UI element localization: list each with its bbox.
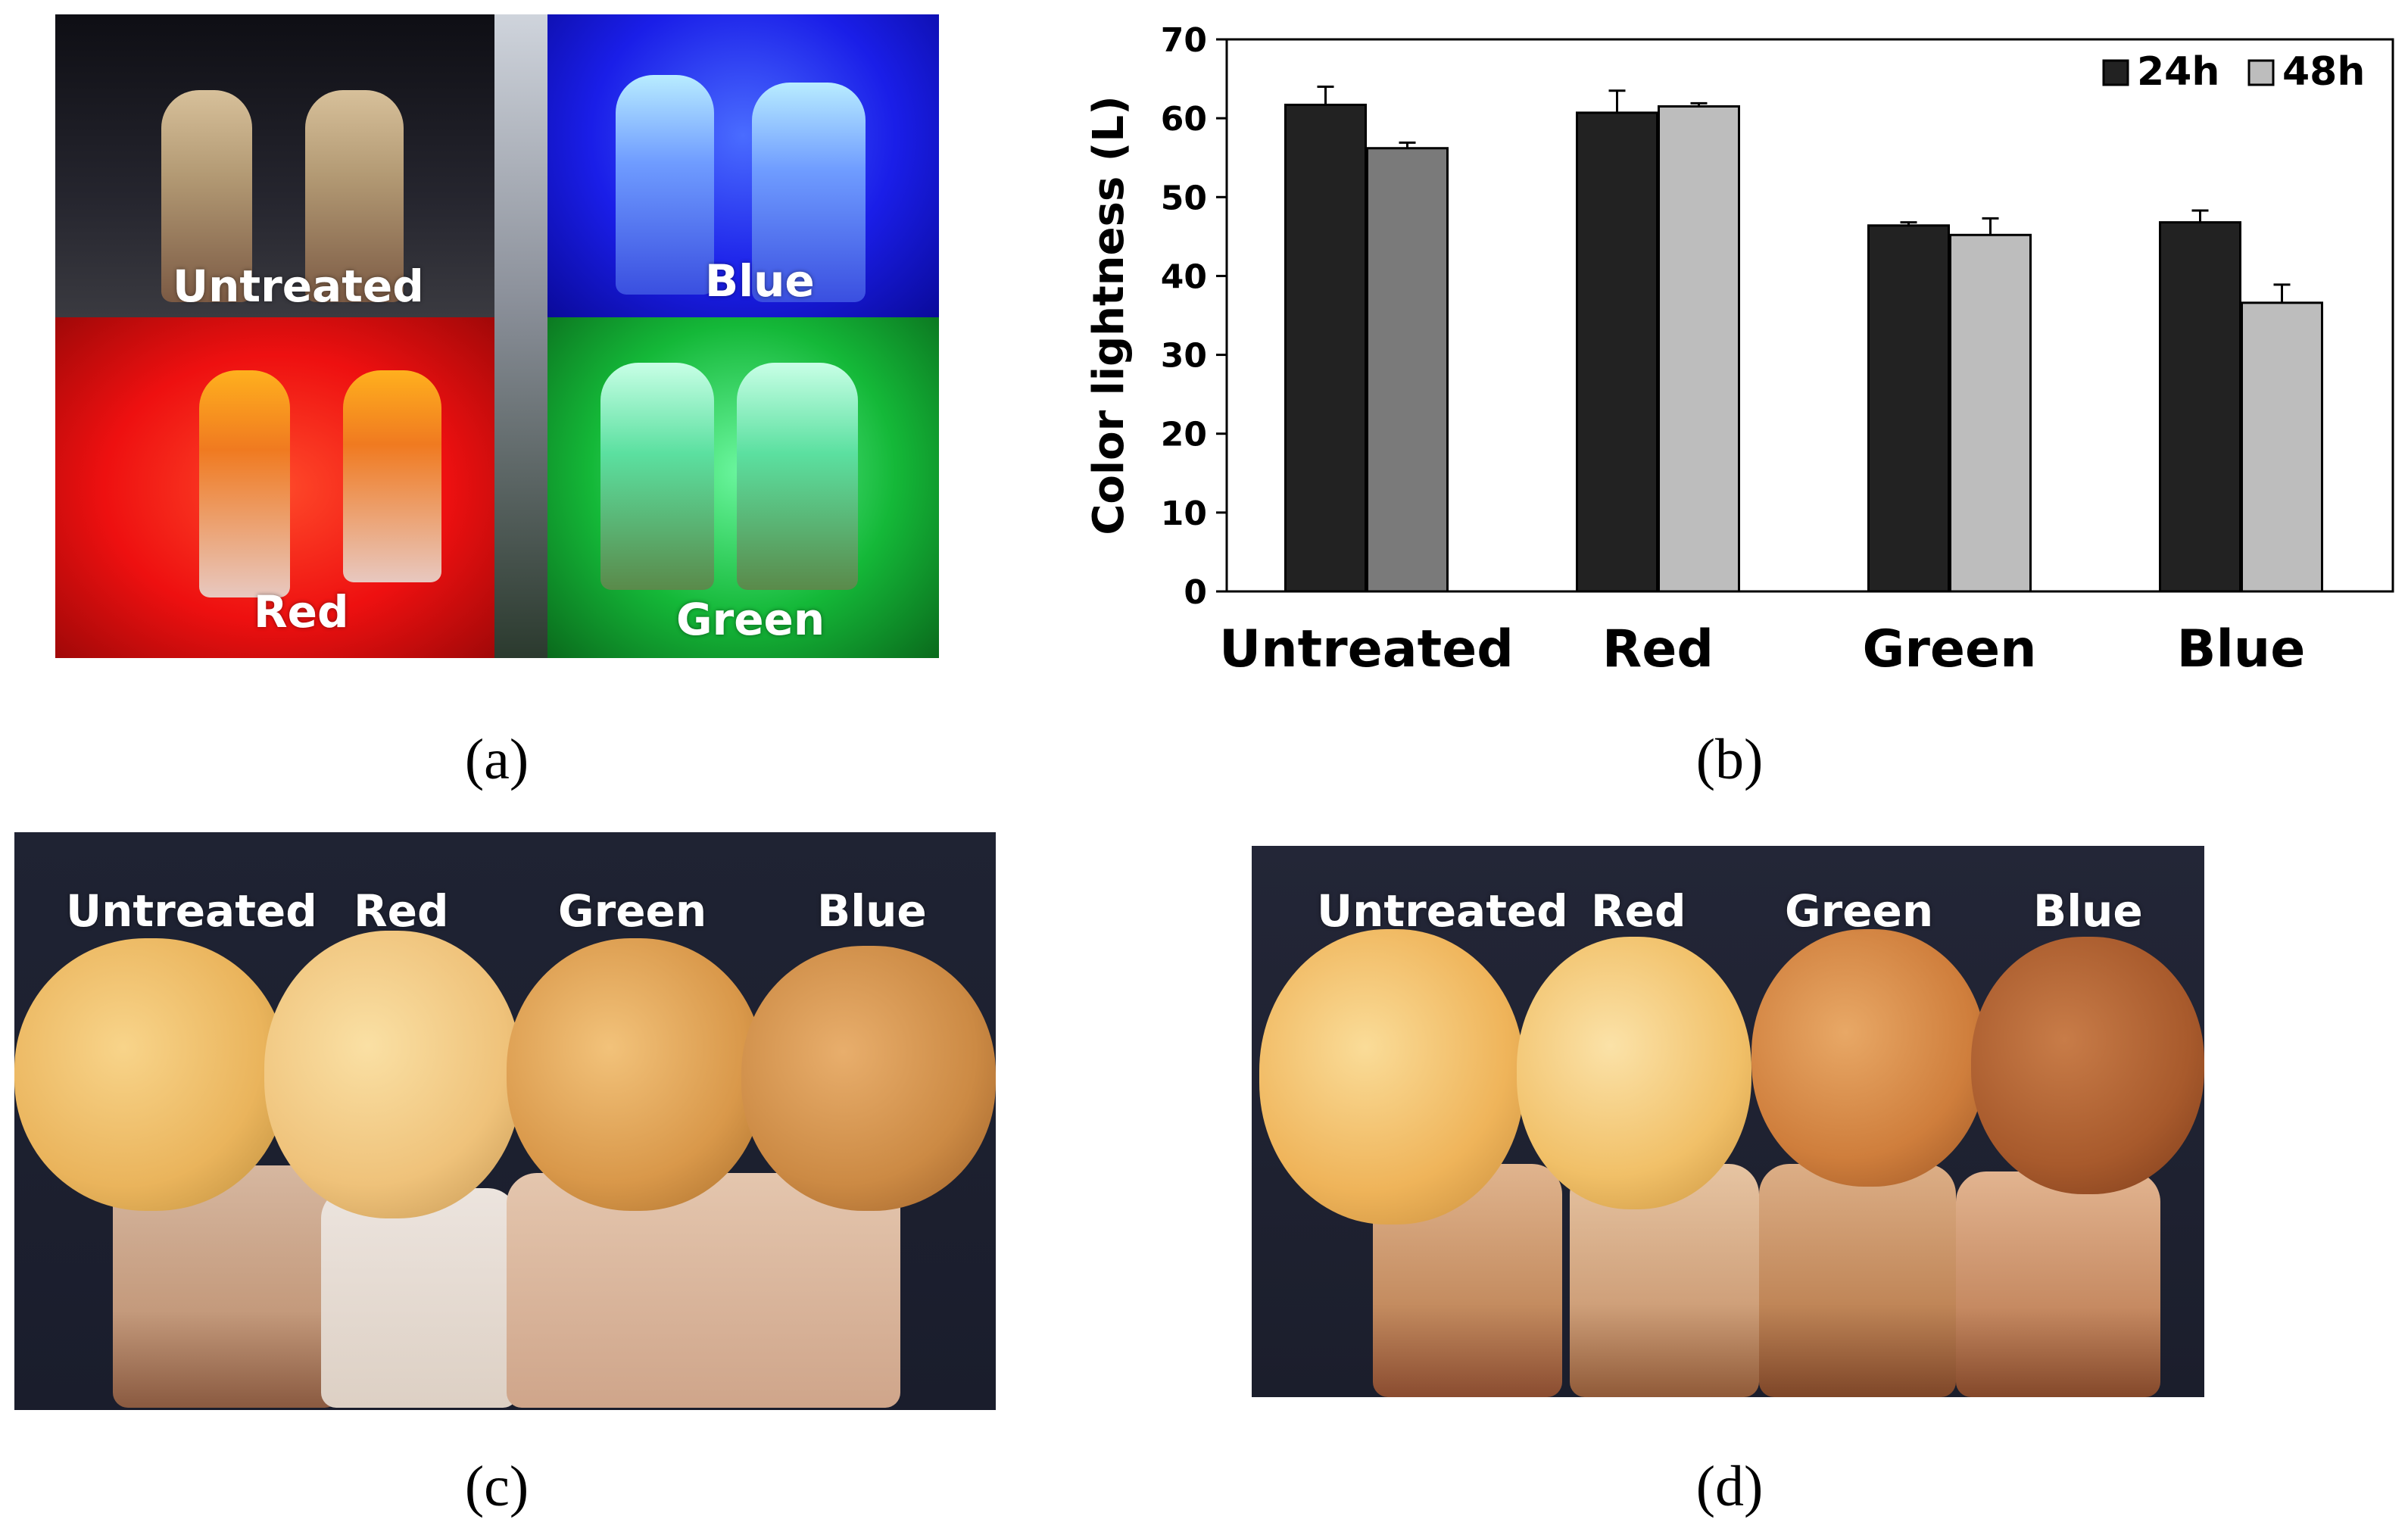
y-tick-label: 70 (1161, 21, 1207, 60)
bar-24h-untreated (1284, 103, 1367, 593)
legend-swatch-24h (2102, 59, 2129, 86)
mushroom-cluster (737, 363, 858, 590)
mushroom-cluster (1517, 937, 1751, 1209)
bar-24h-red (1576, 111, 1658, 593)
x-tick-label: Blue (2177, 619, 2306, 679)
label-blue: Blue (817, 885, 927, 937)
mushroom-cluster (1971, 937, 2204, 1194)
label-red: Red (1591, 885, 1686, 937)
chamber-untreated (55, 14, 494, 317)
jar (1956, 1171, 2160, 1397)
y-tick-label: 0 (1184, 573, 1207, 612)
y-tick-label: 20 (1161, 416, 1207, 454)
bar-24h-green (1867, 224, 1950, 593)
label-green: Green (1785, 885, 1934, 937)
caption-d: (d) (1695, 1455, 1764, 1518)
mushroom-cluster (161, 90, 252, 302)
jar (681, 1173, 900, 1408)
y-tick-label: 10 (1161, 494, 1207, 533)
x-tick-label: Untreated (1219, 619, 1514, 679)
caption-a: (a) (464, 728, 529, 791)
bar-24h-blue (2159, 221, 2241, 593)
label-untreated: Untreated (1317, 885, 1568, 937)
bar-48h-green (1949, 233, 2032, 593)
x-tick-label: Green (1863, 619, 2037, 679)
bar-48h-blue (2241, 301, 2323, 593)
mushroom-cluster (741, 946, 996, 1211)
plot-frame (1225, 38, 2394, 593)
label-untreated: Untreated (66, 885, 317, 937)
mushroom-cluster (507, 938, 764, 1211)
mushroom-cluster (616, 75, 714, 295)
chamber-blue (547, 14, 939, 317)
label-untreated: Untreated (173, 260, 424, 312)
legend-label-24h: 24h (2137, 49, 2219, 95)
x-tick-label: Red (1602, 619, 1714, 679)
mushroom-cluster (752, 83, 866, 302)
y-tick-label: 50 (1161, 179, 1207, 217)
caption-c: (c) (464, 1455, 529, 1518)
jar (1759, 1164, 1956, 1397)
mushroom-cluster (1751, 929, 1986, 1187)
caption-b: (b) (1695, 728, 1764, 791)
panel-c-photo: Untreated Red Green Blue (14, 832, 996, 1410)
panel-a-photo: Untreated Blue Red Green (55, 14, 939, 658)
panel-d-photo: Untreated Red Green Blue (1252, 846, 2204, 1397)
mushroom-cluster (264, 931, 522, 1218)
bar-48h-red (1658, 105, 1740, 593)
mushroom-cluster (199, 370, 290, 597)
label-green: Green (558, 885, 707, 937)
y-tick-label: 60 (1161, 100, 1207, 139)
label-green: Green (676, 594, 825, 645)
mushroom-cluster (1259, 929, 1524, 1224)
legend-swatch-48h (2247, 59, 2275, 86)
legend-label-48h: 48h (2282, 49, 2365, 95)
chamber-divider (494, 14, 547, 658)
label-red: Red (254, 586, 349, 638)
mushroom-cluster (600, 363, 714, 590)
y-axis-label: Color lightness (L) (1084, 95, 1134, 535)
y-tick-label: 40 (1161, 257, 1207, 296)
bar-48h-untreated (1366, 147, 1449, 593)
label-red: Red (354, 885, 449, 937)
mushroom-cluster (343, 370, 441, 582)
jar (321, 1188, 518, 1408)
mushroom-cluster (14, 938, 287, 1211)
label-blue: Blue (705, 255, 815, 307)
mushroom-cluster (305, 90, 404, 302)
y-tick-label: 30 (1161, 337, 1207, 376)
label-blue: Blue (2033, 885, 2143, 937)
